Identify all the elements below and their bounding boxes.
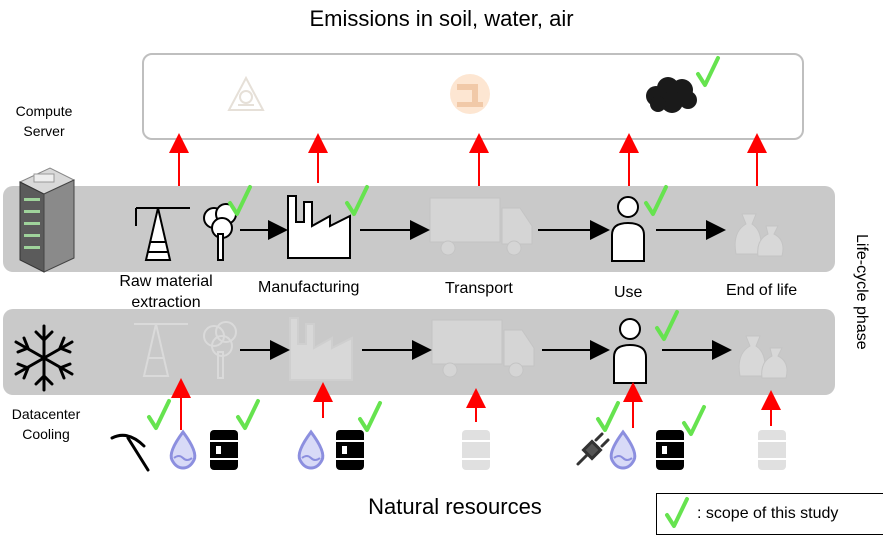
water-drop-icon (297, 429, 325, 470)
check-icon (147, 399, 171, 430)
check-icon (696, 56, 720, 87)
oil-barrel-icon (656, 430, 684, 470)
snowflake-icon (14, 324, 74, 392)
tree-icon (203, 203, 237, 261)
check-icon (665, 497, 689, 528)
toxic-soil-icon (227, 75, 265, 111)
oil-pump-icon (135, 207, 190, 261)
emissions-title: Emissions in soil, water, air (309, 6, 574, 31)
oil-pump-icon (134, 323, 188, 377)
check-icon (236, 399, 260, 430)
phase-label-manufacturing: Manufacturing (258, 279, 360, 296)
datacenter-cooling-label: Datacenter Cooling (11, 406, 81, 442)
user-icon (611, 196, 645, 262)
check-icon (228, 185, 252, 216)
phase-label-transport: Transport (445, 280, 513, 297)
legend-text: : scope of this study (697, 505, 839, 522)
pickaxe-icon (110, 433, 150, 472)
check-icon (644, 185, 668, 216)
water-drop-icon (609, 429, 637, 470)
natural-resources-title: Natural resources (368, 494, 542, 519)
factory-icon (287, 195, 351, 259)
oil-barrel-icon (758, 430, 786, 470)
truck-icon (429, 197, 533, 256)
oil-barrel-icon (336, 430, 364, 470)
check-icon (682, 405, 706, 436)
phase-label-end-of-life: End of life (726, 282, 798, 299)
phase-label-raw-material: Raw material extraction (119, 273, 213, 311)
check-icon (345, 185, 369, 216)
server-rack-icon (18, 167, 76, 273)
legend-box: : scope of this study (656, 493, 883, 535)
user-icon (613, 318, 647, 384)
trash-bags-icon (734, 213, 784, 257)
tree-icon (203, 321, 237, 379)
oil-barrel-icon (210, 430, 238, 470)
electric-plug-icon (576, 432, 610, 466)
factory-icon (289, 317, 353, 381)
water-pollution-icon (450, 74, 490, 114)
trash-bags-icon (738, 335, 788, 379)
check-icon (358, 401, 382, 432)
truck-icon (431, 319, 535, 378)
lifecycle-phase-label: Life-cycle phase (853, 234, 870, 350)
check-icon (655, 310, 679, 341)
oil-barrel-icon (462, 430, 490, 470)
smoke-cloud-icon (646, 77, 697, 113)
compute-server-label: Compute Server (15, 103, 73, 139)
phase-label-use: Use (614, 284, 643, 301)
check-icon (596, 401, 620, 432)
water-drop-icon (169, 429, 197, 470)
